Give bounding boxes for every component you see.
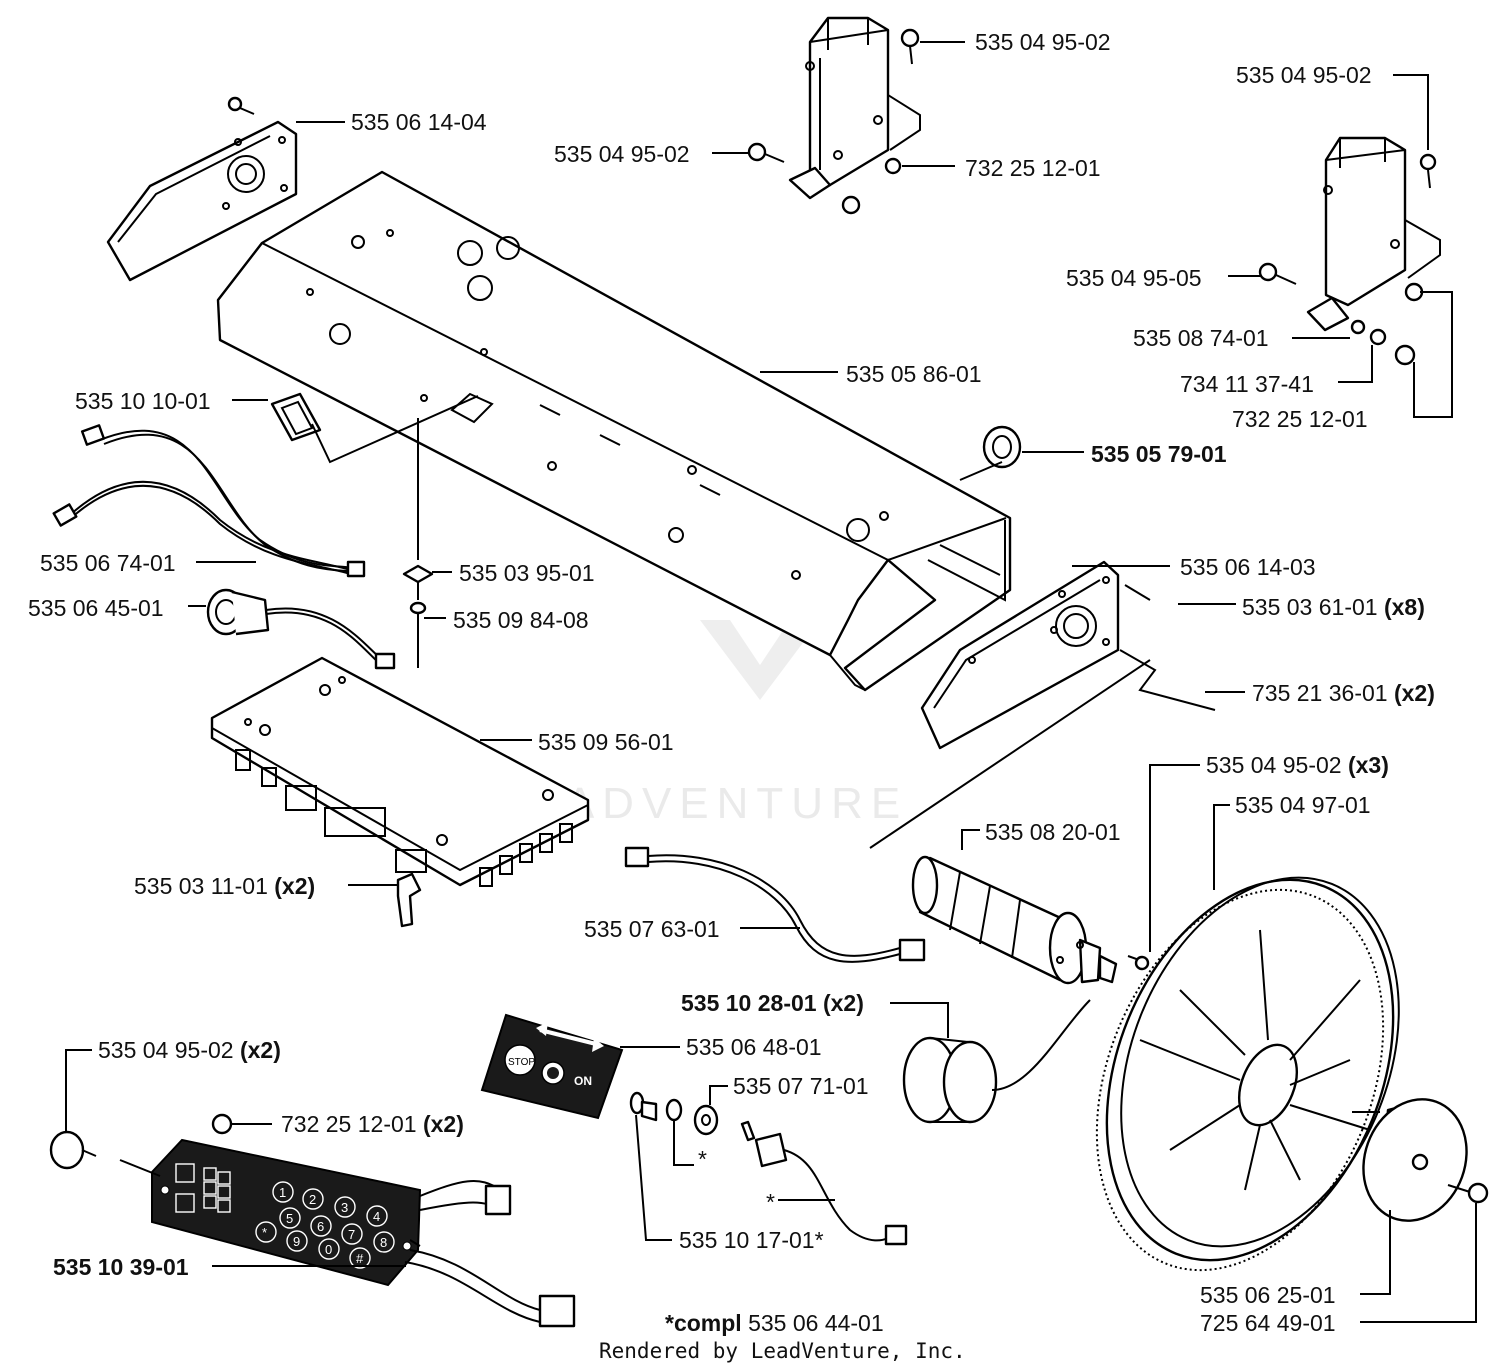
wire-harness [52, 424, 366, 578]
label-535-10-17-01: 535 10 17-01* [679, 1227, 824, 1253]
keypad-key-label: 9 [293, 1234, 300, 1249]
label-535-04-95-02-c: 535 04 95-02 [1236, 62, 1372, 88]
keypad-key-label: 6 [317, 1219, 324, 1234]
label-535-09-56-01: 535 09 56-01 [538, 729, 674, 755]
keypad-key-label: 3 [341, 1200, 348, 1215]
label-734-11-37-41: 734 11 37-41 [1180, 371, 1314, 397]
decal-on-text: ON [574, 1074, 592, 1088]
limit-switch-top [747, 16, 921, 215]
compl-note: *compl 535 06 44-01 [665, 1310, 884, 1336]
label-535-03-61-01: 535 03 61-01 (x8) [1242, 594, 1425, 620]
label-535-04-97-01: 535 04 97-01 [1235, 792, 1371, 818]
circuit-board [210, 656, 590, 887]
rendered-by: Rendered by LeadVenture, Inc. [599, 1339, 966, 1363]
label-732-25-12-01-x2: 732 25 12-01 (x2) [281, 1111, 464, 1137]
part-labels: 535 04 95-02 535 04 95-02 535 04 95-02 5… [28, 29, 1435, 1336]
keypad-key-circle [279, 1207, 301, 1229]
keypad-key-label: 4 [373, 1209, 380, 1224]
keypad-key-circle [349, 1247, 371, 1269]
hub-cap [1362, 1098, 1489, 1222]
label-535-06-45-01: 535 06 45-01 [28, 595, 164, 621]
drive-motor [911, 855, 1150, 985]
keypad-key-circle [341, 1223, 363, 1245]
keypad-key-label: 5 [286, 1211, 293, 1226]
label-535-10-10-01: 535 10 10-01 [75, 388, 211, 414]
label-535-08-74-01: 535 08 74-01 [1133, 325, 1269, 351]
label-star-b: * [766, 1189, 775, 1215]
label-535-03-95-01: 535 03 95-01 [459, 560, 595, 586]
sensor [206, 588, 396, 670]
label-535-10-39-01: 535 10 39-01 [53, 1254, 189, 1280]
control-decal: STOP ON [480, 1013, 624, 1120]
label-535-08-20-01: 535 08 20-01 [985, 819, 1121, 845]
label-535-06-74-01: 535 06 74-01 [40, 550, 176, 576]
clip-and-pin [402, 418, 434, 668]
label-star-a: * [698, 1146, 707, 1172]
keypad: 1 2 3 4 5 6 7 8 * 9 0 # [49, 1113, 576, 1328]
label-535-06-25-01: 535 06 25-01 [1200, 1282, 1336, 1308]
keypad-key-circle [286, 1230, 308, 1252]
label-535-10-28-01: 535 10 28-01 (x2) [681, 990, 864, 1016]
keypad-key-circle [302, 1188, 324, 1210]
label-535-04-95-02-a: 535 04 95-02 [975, 29, 1111, 55]
label-535-07-71-01: 535 07 71-01 [733, 1073, 869, 1099]
label-535-05-79-01: 535 05 79-01 [1091, 441, 1227, 467]
label-535-07-63-01: 535 07 63-01 [584, 916, 720, 942]
keypad-key-label: 1 [279, 1185, 286, 1200]
label-535-04-95-02-x3: 535 04 95-02 (x3) [1206, 752, 1389, 778]
label-535-05-86-01: 535 05 86-01 [846, 361, 982, 387]
label-535-04-95-02-x2: 535 04 95-02 (x2) [98, 1037, 281, 1063]
decal-stop-text: STOP [508, 1057, 535, 1068]
keypad-key-circle [272, 1181, 294, 1203]
keypad-key-circle [310, 1215, 332, 1237]
drum-wheel [1095, 876, 1400, 1272]
label-535-06-14-03: 535 06 14-03 [1180, 554, 1316, 580]
lens-window [270, 392, 322, 442]
label-732-25-12-01-a: 732 25 12-01 [965, 155, 1101, 181]
label-535-06-48-01: 535 06 48-01 [686, 1034, 822, 1060]
label-535-03-11-01: 535 03 11-01 (x2) [134, 873, 315, 899]
grommet [982, 425, 1022, 469]
keypad-key-label: # [356, 1251, 364, 1266]
switch-assembly [629, 1091, 908, 1246]
keypad-key-circle [318, 1238, 340, 1260]
end-plate-left [106, 96, 298, 282]
label-535-04-95-05: 535 04 95-05 [1066, 265, 1202, 291]
label-725-64-49-01: 725 64 49-01 [1200, 1310, 1336, 1336]
leader-lines [65, 41, 1477, 1323]
keypad-key-label: * [262, 1225, 267, 1240]
motor-cable [624, 846, 926, 963]
label-535-09-84-08: 535 09 84-08 [453, 607, 589, 633]
keypad-key-label: 8 [380, 1235, 387, 1250]
limit-switch-right [1258, 136, 1441, 366]
keypad-key-circle [373, 1231, 395, 1253]
board-clip [396, 872, 422, 928]
footer: *compl 535 06 44-01 Rendered by LeadVent… [599, 1310, 966, 1363]
keypad-key-circle [255, 1221, 277, 1243]
keypad-key-circle [334, 1196, 356, 1218]
keypad-key-label: 2 [309, 1192, 316, 1207]
keypad-key-circle [366, 1205, 388, 1227]
end-plate-right [920, 560, 1120, 750]
label-732-25-12-01-b: 732 25 12-01 [1232, 406, 1368, 432]
label-535-04-95-02-b: 535 04 95-02 [554, 141, 690, 167]
control-panel-cover [216, 170, 1012, 692]
drive-ring [902, 999, 1091, 1124]
keypad-key-label: 0 [325, 1242, 332, 1257]
keypad-key-label: 7 [348, 1227, 355, 1242]
label-735-21-36-01: 735 21 36-01 (x2) [1252, 680, 1435, 706]
label-535-06-14-04: 535 06 14-04 [351, 109, 487, 135]
